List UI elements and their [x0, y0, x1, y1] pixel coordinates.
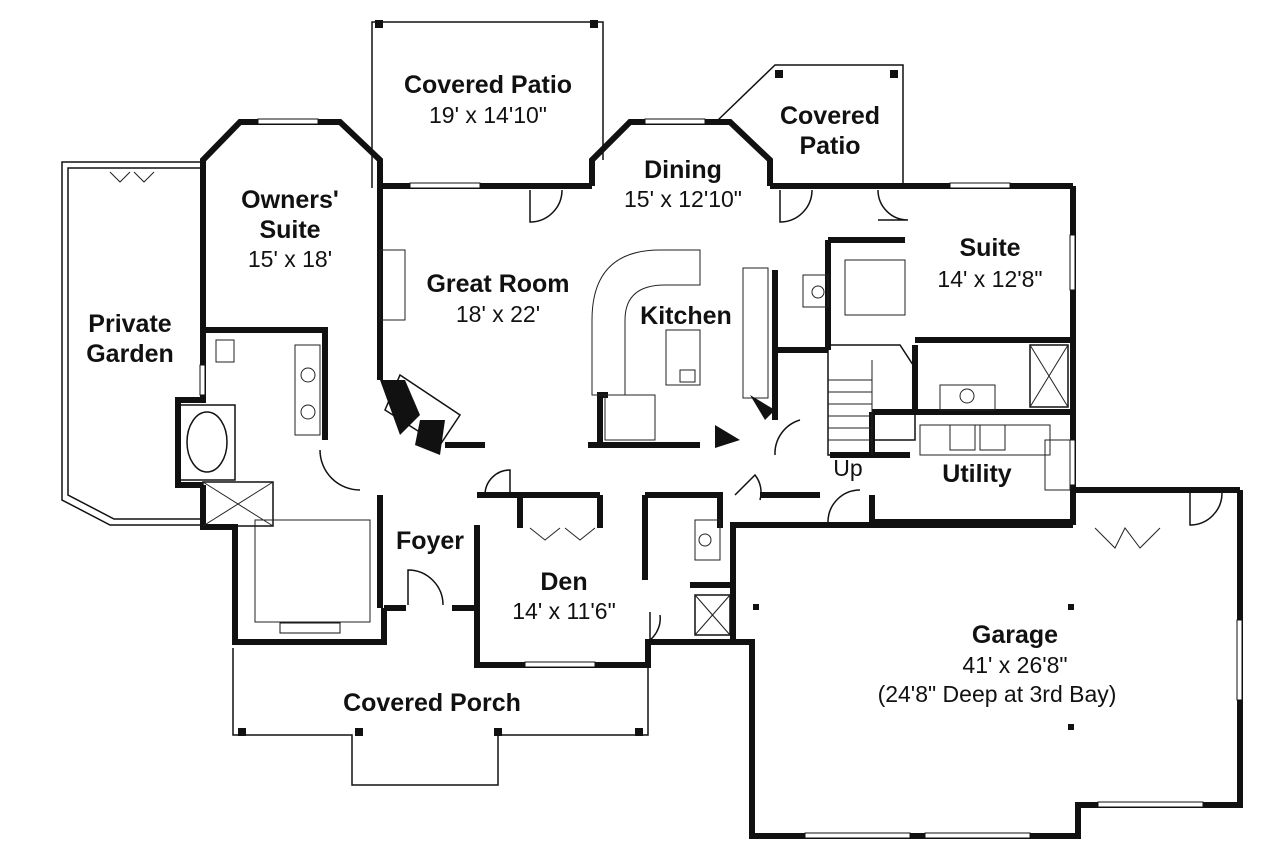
windows	[199, 118, 1243, 839]
private-garden-label-line1: Private	[88, 310, 171, 338]
suite-label: Suite	[959, 234, 1020, 262]
kitchen-label: Kitchen	[640, 302, 732, 330]
den-label: Den	[540, 568, 587, 596]
garage-note: (24'8" Deep at 3rd Bay)	[878, 681, 1117, 707]
covered-patio-right-label-line1: Covered	[780, 102, 880, 130]
utility-cabinets	[919, 424, 1071, 491]
utility-label: Utility	[942, 460, 1012, 488]
covered-patio-left-outline	[371, 20, 604, 188]
den-dims: 14' x 11'6"	[512, 598, 615, 624]
stair-up-label: Up	[833, 455, 862, 481]
covered-patio-right-label-line2: Patio	[799, 132, 860, 160]
kitchen-counters	[591, 249, 775, 448]
garage-dims: 41' x 26'8"	[962, 652, 1067, 678]
great-room-dims: 18' x 22'	[456, 301, 540, 327]
covered-porch-label: Covered Porch	[343, 689, 521, 717]
covered-patio-left-label: Covered Patio	[404, 71, 572, 99]
exterior-walls	[175, 119, 1243, 839]
garage-posts	[753, 604, 1074, 730]
owners-suite-dims: 15' x 18'	[248, 246, 332, 272]
doors	[319, 189, 1223, 642]
owners-suite-label-line1: Owners'	[241, 186, 339, 214]
covered-patio-left-dims: 19' x 14'10"	[429, 102, 547, 128]
garage-label: Garage	[972, 621, 1058, 649]
dining-dims: 15' x 12'10"	[624, 186, 742, 212]
stairs	[827, 344, 916, 456]
suite-dims: 14' x 12'8"	[937, 266, 1042, 292]
covered-patio-right-outline	[717, 64, 904, 186]
private-garden-label-line2: Garden	[86, 340, 174, 368]
private-garden-fence	[61, 161, 200, 526]
bath-fixtures	[179, 259, 1069, 636]
fireplace	[379, 249, 485, 455]
great-room-label: Great Room	[426, 270, 569, 298]
owners-suite-label-line2: Suite	[259, 216, 320, 244]
foyer-label: Foyer	[396, 527, 464, 555]
dining-label: Dining	[644, 156, 722, 184]
covered-porch-outline	[232, 648, 649, 786]
interior-walls	[377, 237, 1073, 608]
